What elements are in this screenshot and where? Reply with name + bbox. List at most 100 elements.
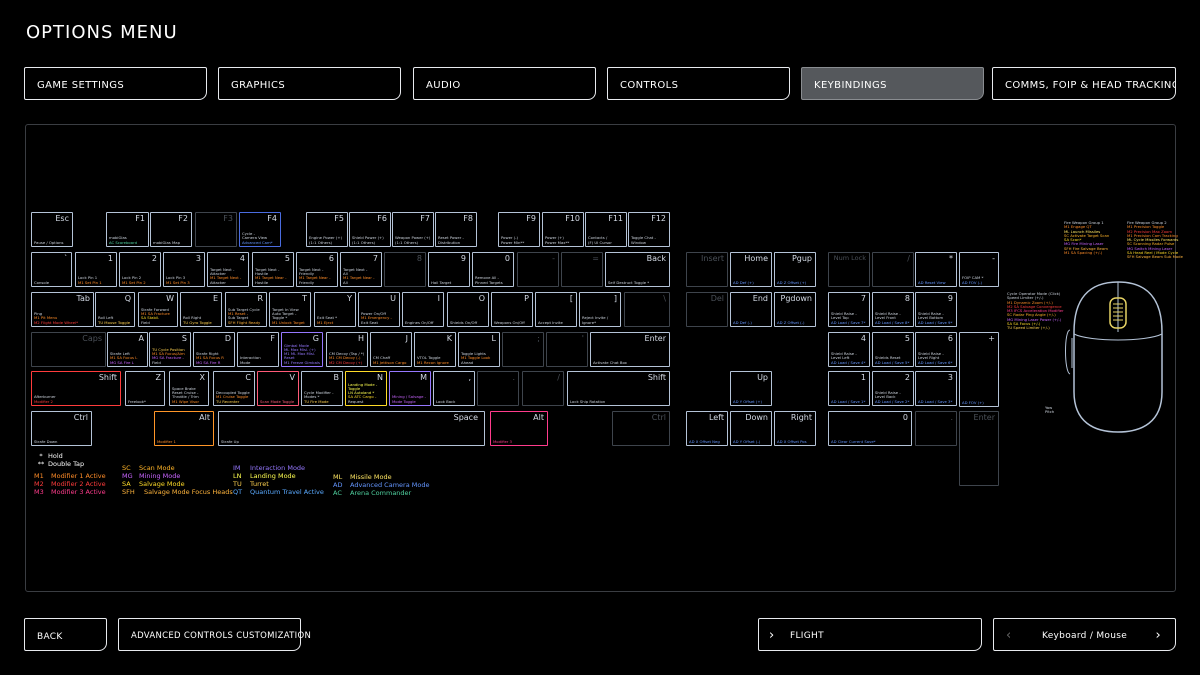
key-sym40[interactable]: \ [624,292,670,327]
key-sym97[interactable]: . [915,411,957,446]
key-sym84[interactable]: -FOIP CAM *AD FOV (-) [959,252,999,287]
key-sym82[interactable]: / [872,252,914,287]
key-sym38[interactable]: [Accept Invite [535,292,577,327]
key-enter[interactable]: Enter [959,411,999,486]
key-sym25[interactable]: = [561,252,603,287]
key-numlock[interactable]: Num Lock [828,252,870,287]
device-selector[interactable]: ‹ Keyboard / Mouse › [993,618,1176,651]
key-sym13[interactable]: `Console [31,252,72,287]
key-sym63[interactable]: . [477,371,519,406]
key-sym51[interactable]: ; [502,332,544,367]
back-button[interactable]: BACK [24,618,107,651]
key-sym24[interactable]: - [517,252,559,287]
tab-game-settings[interactable]: GAME SETTINGS [24,67,207,100]
tab-graphics[interactable]: GRAPHICS [218,67,401,100]
tab-audio[interactable]: AUDIO [413,67,596,100]
key-sym88[interactable]: +AD FOV (+) [959,332,999,407]
key-del[interactable]: Del [686,292,728,327]
key-sym83[interactable]: *AD Reset View [915,252,957,287]
key-sym39[interactable]: ]Reject Invite /Ignore* [579,292,621,327]
key-sym62[interactable]: ,Look Back [433,371,475,406]
key-insert[interactable]: Insert [686,252,728,287]
tab-comms-foip-head-tracking[interactable]: COMMS, FOIP & HEAD TRACKING [992,67,1176,100]
tab-controls[interactable]: CONTROLS [607,67,790,100]
key-f3[interactable]: F3 [195,212,237,247]
key-caps[interactable]: Caps [31,332,106,367]
chevron-right-icon[interactable]: › [1155,628,1161,643]
flight-category-button[interactable]: › FLIGHT [758,618,982,651]
advanced-controls-button[interactable]: ADVANCED CONTROLS CUSTOMIZATION [118,618,311,651]
key-ctrl[interactable]: Ctrl [612,411,670,446]
